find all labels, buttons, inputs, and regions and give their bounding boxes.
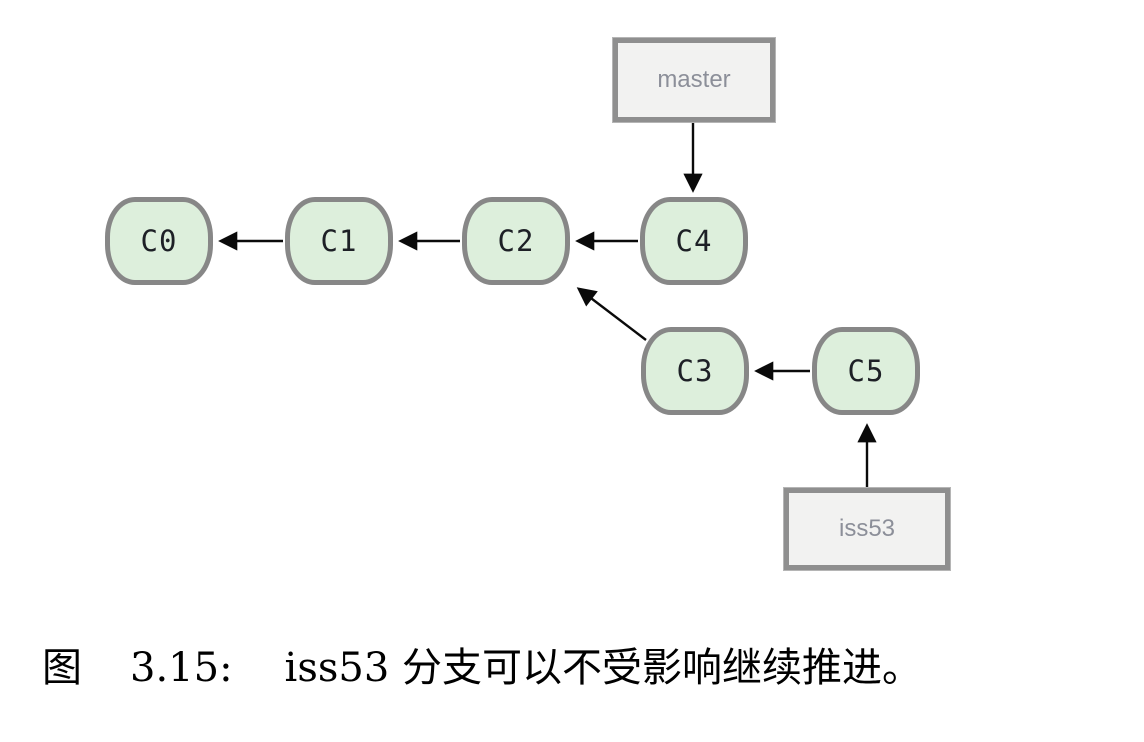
figure-caption-label: 图: [42, 645, 82, 691]
commit-node-c3: C3: [641, 327, 749, 415]
arrow-c3-to-c2: [576, 287, 647, 341]
commit-node-c0: C0: [105, 197, 213, 285]
commit-label-c3: C3: [676, 354, 714, 388]
commit-label-c0: C0: [140, 224, 178, 258]
commit-label-c2: C2: [497, 224, 535, 258]
commit-node-c1: C1: [285, 197, 393, 285]
figure-caption-text: iss53 分支可以不受影响继续推进。: [284, 645, 923, 691]
commit-node-c5: C5: [812, 327, 920, 415]
commit-label-c5: C5: [847, 354, 885, 388]
branch-label-master-text: master: [657, 66, 731, 93]
branch-label-iss53: iss53: [784, 488, 950, 570]
branch-label-iss53-text: iss53: [838, 515, 896, 542]
branch-label-master: master: [613, 38, 775, 122]
commit-node-c4: C4: [640, 197, 748, 285]
figure-caption-number: 3.15:: [130, 645, 233, 691]
commit-label-c1: C1: [320, 224, 358, 258]
commit-label-c4: C4: [675, 224, 713, 258]
figure-caption: 图 3.15: iss53 分支可以不受影响继续推进。: [42, 644, 922, 692]
commit-node-c2: C2: [462, 197, 570, 285]
